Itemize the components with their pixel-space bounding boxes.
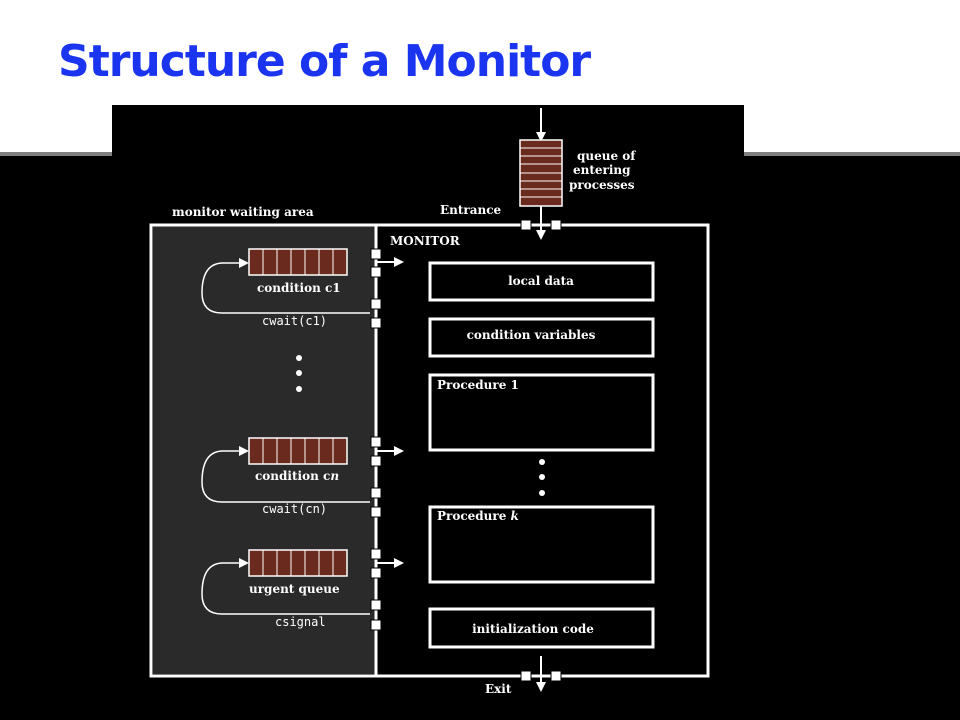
urgent-gate-top (370, 548, 382, 560)
entrance-label: Entrance (440, 203, 502, 217)
condition-cn-gate-top (370, 436, 382, 448)
condition-c1-loop (201, 258, 370, 314)
condition-cn-gate-low (370, 487, 382, 499)
condition-cn-queue (248, 437, 348, 465)
urgent-gate-mid (370, 567, 382, 579)
cwait-cn-gate (370, 506, 382, 518)
procedure-k-label: Procedure k (437, 509, 519, 523)
queue-label-line-1: queue of (577, 149, 636, 163)
condition-c1-gate-mid (370, 266, 382, 278)
monitor-frame (149, 223, 710, 678)
condition-cn-gate-mid (370, 455, 382, 467)
slide-title: Structure of a Monitor (58, 36, 591, 87)
cwait-c1-label: cwait(c1) (262, 314, 327, 328)
waiting-area-label: monitor waiting area (172, 205, 314, 219)
initialization-code-box (428, 607, 655, 649)
queue-label-line-3: processes (569, 178, 635, 192)
entering-queue (519, 139, 563, 207)
condition-variables-label: condition variables (467, 328, 596, 342)
condition-cn-label: condition cn (255, 469, 339, 483)
urgent-queue-loop (201, 558, 370, 615)
condition-c1-label: condition c1 (257, 281, 341, 295)
condition-cn-loop (201, 446, 370, 503)
procedures-ellipsis-dot (539, 490, 545, 496)
urgent-gate-low (370, 599, 382, 611)
exit-gate-left (520, 670, 532, 682)
csignal-label: csignal (275, 615, 326, 629)
ellipsis-dot (296, 355, 302, 361)
initialization-code-label: initialization code (472, 622, 594, 636)
urgent-queue (248, 549, 348, 577)
condition-c1-gate-low (370, 298, 382, 310)
condition-c1-gate-top (370, 248, 382, 260)
ellipsis-dot (296, 386, 302, 392)
condition-c1-queue (248, 248, 348, 276)
urgent-queue-label: urgent queue (249, 582, 340, 596)
procedure-1-box (428, 373, 655, 452)
local-data-label: local data (508, 274, 574, 288)
procedure-k-box (428, 505, 655, 584)
csignal-gate (370, 619, 382, 631)
exit-gate-right (550, 670, 562, 682)
local-data-box (428, 261, 655, 302)
ellipsis-dot (296, 370, 302, 376)
procedures-ellipsis-dot (539, 474, 545, 480)
procedures-ellipsis-dot (539, 459, 545, 465)
monitor-label: MONITOR (390, 234, 461, 248)
entrance-gate-right (550, 219, 562, 231)
exit-label: Exit (485, 682, 512, 696)
entrance-gate-left (520, 219, 532, 231)
cwait-cn-label: cwait(cn) (262, 502, 327, 516)
queue-label-line-2: entering (573, 163, 631, 177)
condition-variables-box (428, 317, 655, 358)
procedure-1-label: Procedure 1 (437, 378, 519, 392)
cwait-c1-gate (370, 317, 382, 329)
